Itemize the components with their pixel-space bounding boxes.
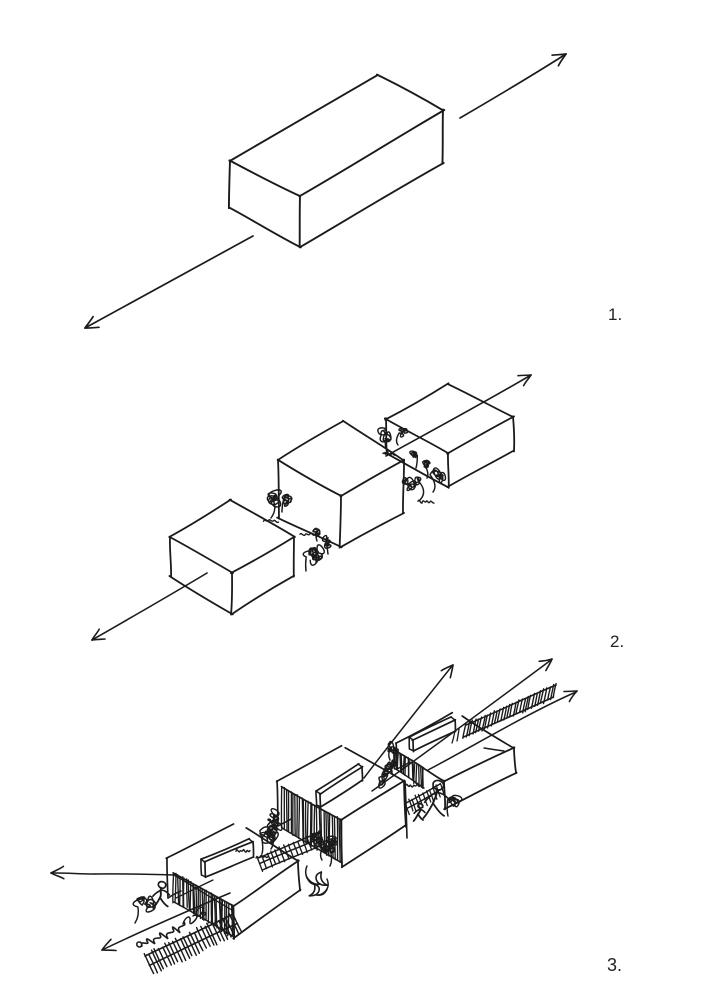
svg-text:2.: 2. (610, 632, 624, 651)
svg-text:3.: 3. (607, 955, 622, 975)
svg-text:1.: 1. (608, 305, 622, 324)
